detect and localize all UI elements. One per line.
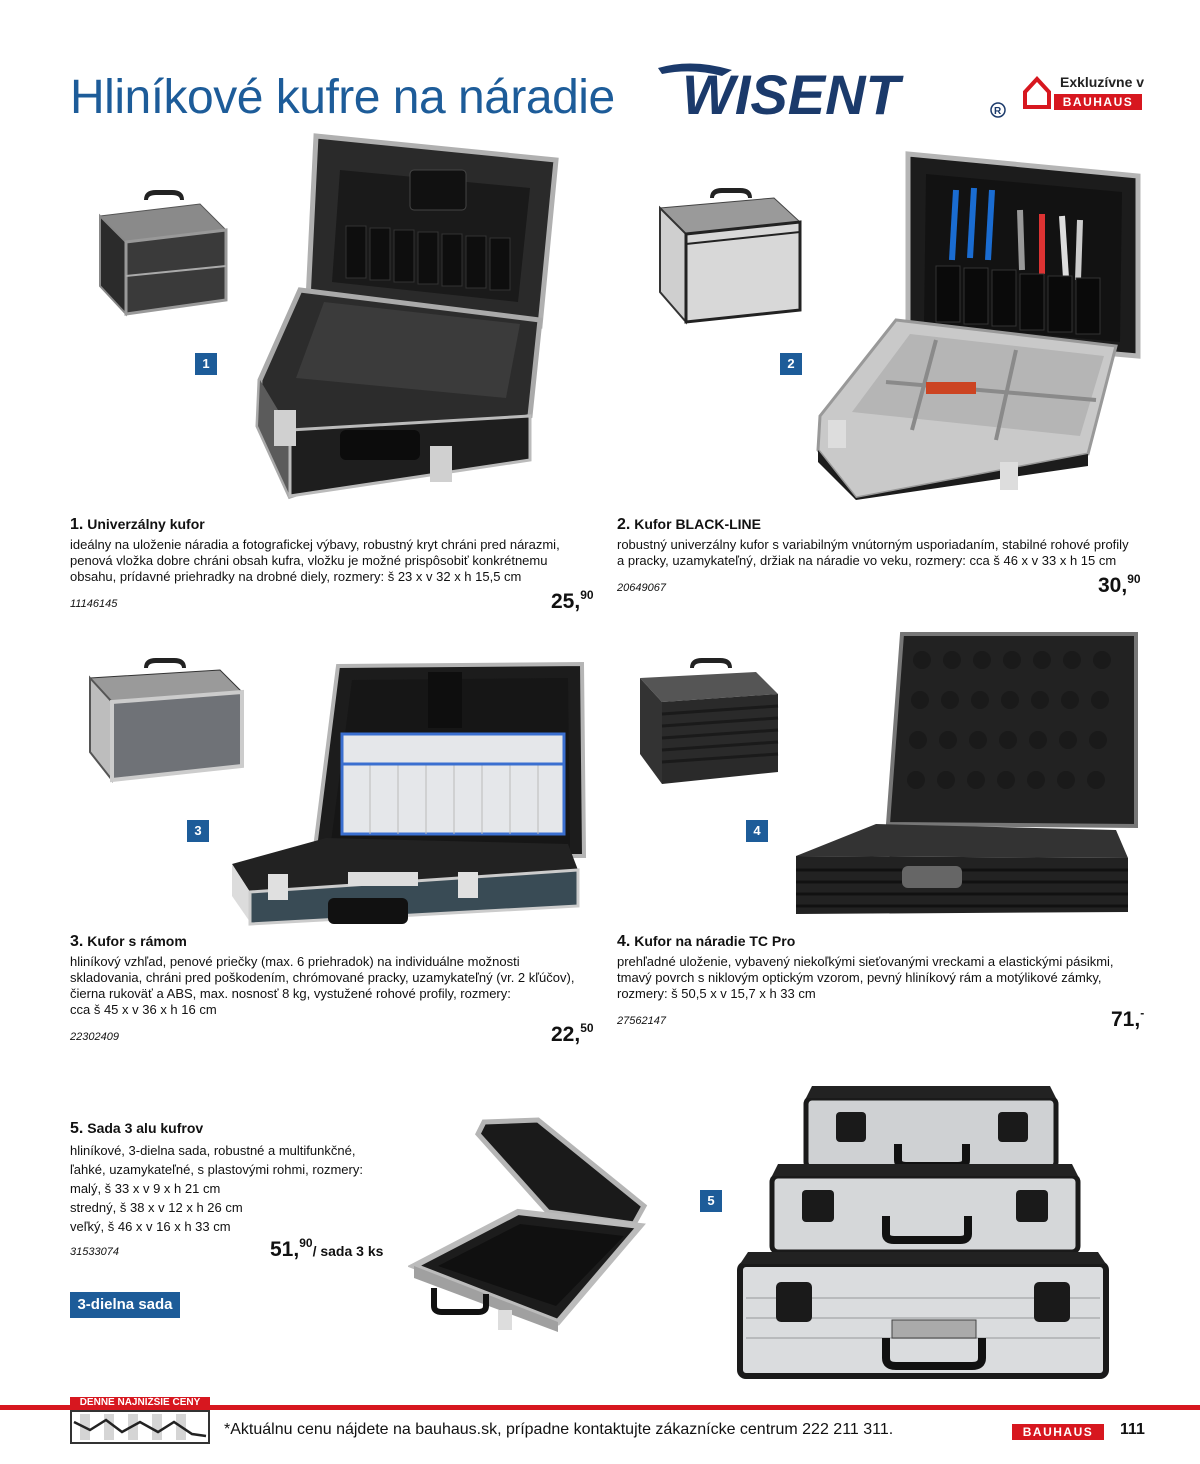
product-5-set-image <box>737 1086 1109 1379</box>
price-unit: / sada 3 ks <box>312 1243 384 1259</box>
page-number: 111 <box>1120 1421 1145 1438</box>
product-price-1: 25,90 <box>551 588 594 614</box>
product-name-4: Kufor na náradie TC Pro <box>634 933 796 949</box>
product-number-2: 2. <box>617 516 631 533</box>
description-line: hliníkový vzhľad, penové priečky (max. 6… <box>70 954 520 969</box>
product-price-3: 22,50 <box>551 1021 594 1047</box>
description-line: čierna rukoväť a ABS, max. nosnosť 8 kg,… <box>70 986 511 1001</box>
description-line: stredný, š 38 x v 12 x h 26 cm <box>70 1200 243 1215</box>
footer-brand: BAUHAUS <box>1012 1424 1104 1440</box>
product-badge-5: 5 <box>700 1190 722 1212</box>
product-code-1: 11146145 <box>70 598 118 610</box>
price-chart-icon <box>70 1410 210 1444</box>
product-1-closed-case-image <box>98 190 228 317</box>
price-sup: - <box>1140 1006 1145 1020</box>
set-tag: 3-dielna sada <box>70 1292 180 1318</box>
product-code-2: 20649067 <box>617 582 666 594</box>
price-main: 30, <box>1098 574 1128 597</box>
product-2-open-case-image <box>816 151 1141 500</box>
product-title-5: 5. Sada 3 alu kufrov <box>70 1120 203 1138</box>
product-name-3: Kufor s rámom <box>87 933 187 949</box>
exclusive-label: Exkluzívne v <box>1060 74 1145 90</box>
product-code-5: 31533074 <box>70 1246 119 1258</box>
description-line: robustný univerzálny kufor s variabilným… <box>617 537 1129 552</box>
description-line: ideálny na uloženie náradia a fotografic… <box>70 537 560 552</box>
product-3-open-case-image <box>232 661 587 926</box>
product-price-5: 51,90/ sada 3 ks <box>270 1236 384 1262</box>
product-number-1: 1. <box>70 516 84 533</box>
product-number-5: 5. <box>70 1120 84 1137</box>
price-main: 71, <box>1111 1008 1141 1031</box>
price-main: 51, <box>270 1238 300 1261</box>
page-title: Hliníkové kufre na náradie <box>70 71 615 124</box>
product-price-2: 30,90 <box>1098 572 1141 598</box>
description-line: rozmery: š 50,5 x v 15,7 x h 33 cm <box>617 986 816 1001</box>
description-line: a pracky, uzamykateľný, držiak na náradi… <box>617 553 1117 568</box>
product-title-4: 4. Kufor na náradie TC Pro <box>617 933 795 951</box>
product-3-closed-case-image <box>88 658 244 783</box>
product-title-1: 1. Univerzálny kufor <box>70 516 205 534</box>
product-code-3: 22302409 <box>70 1031 119 1043</box>
product-description-1: ideálny na uloženie náradia a fotografic… <box>70 537 560 585</box>
footer-note: *Aktuálnu cenu nájdete na bauhaus.sk, pr… <box>224 1421 894 1438</box>
product-number-3: 3. <box>70 933 84 950</box>
wisent-logo: WISENT R <box>658 63 1006 120</box>
exclusive-brand: BAUHAUS <box>1054 94 1142 110</box>
price-sup: 90 <box>1127 572 1141 586</box>
price-sup: 90 <box>299 1236 313 1250</box>
description-line: tmavý povrch s niklovým optickým vzorom,… <box>617 970 1102 985</box>
description-line: ľahké, uzamykateľné, s plastovými rohmi,… <box>70 1162 363 1177</box>
description-line: prehľadné uloženie, vybavený niekoľkými … <box>617 954 1114 969</box>
product-4-closed-case-image <box>640 658 779 784</box>
description-line: veľký, š 46 x v 16 x h 33 cm <box>70 1219 231 1234</box>
product-2-closed-case-image <box>658 188 802 325</box>
product-number-4: 4. <box>617 933 631 950</box>
house-icon <box>1023 76 1051 109</box>
product-4-open-case-image <box>796 632 1138 914</box>
product-title-2: 2. Kufor BLACK-LINE <box>617 516 761 534</box>
description-line: obsahu, prídavné priehradky na drobné di… <box>70 569 522 584</box>
product-description-4: prehľadné uloženie, vybavený niekoľkými … <box>617 954 1114 1002</box>
product-1-open-case-image <box>255 133 559 500</box>
price-main: 25, <box>551 590 581 613</box>
description-line: hliníkové, 3-dielna sada, robustné a mul… <box>70 1143 356 1158</box>
price-sup: 50 <box>580 1021 594 1035</box>
description-line: cca š 45 x v 36 x h 16 cm <box>70 1002 217 1017</box>
svg-text:R: R <box>994 106 1002 117</box>
product-name-1: Univerzálny kufor <box>87 516 205 532</box>
product-code-4: 27562147 <box>617 1015 666 1027</box>
wisent-logo-text: WISENT <box>682 63 905 120</box>
price-main: 22, <box>551 1023 581 1046</box>
footer-label: DENNE NAJNIŽŠIE CENY <box>70 1397 210 1409</box>
product-description-5: hliníkové, 3-dielna sada, robustné a mul… <box>70 1141 363 1236</box>
product-5-open-case-image <box>408 1117 648 1332</box>
product-name-5: Sada 3 alu kufrov <box>87 1120 204 1136</box>
description-line: penová vložka dobre chráni obsah kufra, … <box>70 553 548 568</box>
product-description-3: hliníkový vzhľad, penové priečky (max. 6… <box>70 954 574 1018</box>
product-badge-4: 4 <box>746 820 768 842</box>
price-sup: 90 <box>580 588 594 602</box>
description-line: skladovania, chráni pred poškodením, chr… <box>70 970 575 985</box>
product-price-4: 71,- <box>1111 1006 1145 1032</box>
product-title-3: 3. Kufor s rámom <box>70 933 187 951</box>
product-name-2: Kufor BLACK-LINE <box>634 516 761 532</box>
product-badge-3: 3 <box>187 820 209 842</box>
product-badge-2: 2 <box>780 353 802 375</box>
description-line: malý, š 33 x v 9 x h 21 cm <box>70 1181 221 1196</box>
footer-divider <box>0 1405 1200 1410</box>
product-description-2: robustný univerzálny kufor s variabilným… <box>617 537 1129 569</box>
product-badge-1: 1 <box>195 353 217 375</box>
